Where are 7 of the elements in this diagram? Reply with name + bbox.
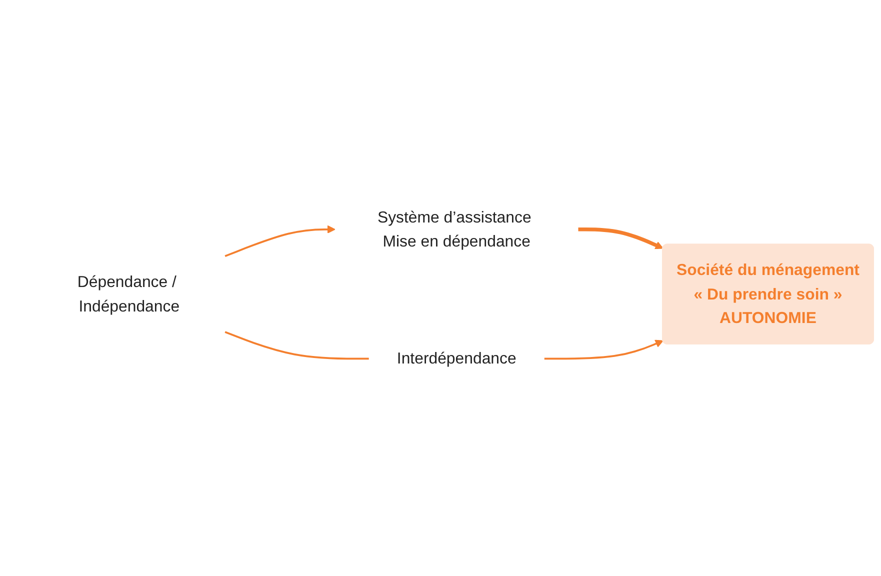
connector <box>224 331 369 360</box>
node-text: Dépendance / Indépendance <box>77 272 180 315</box>
node-text: Interdépendance <box>396 350 516 368</box>
arrow <box>224 225 336 257</box>
arrow <box>544 340 664 360</box>
arrow <box>578 227 664 249</box>
node-text: Système d’assistance Mise en dépendance <box>377 208 532 250</box>
